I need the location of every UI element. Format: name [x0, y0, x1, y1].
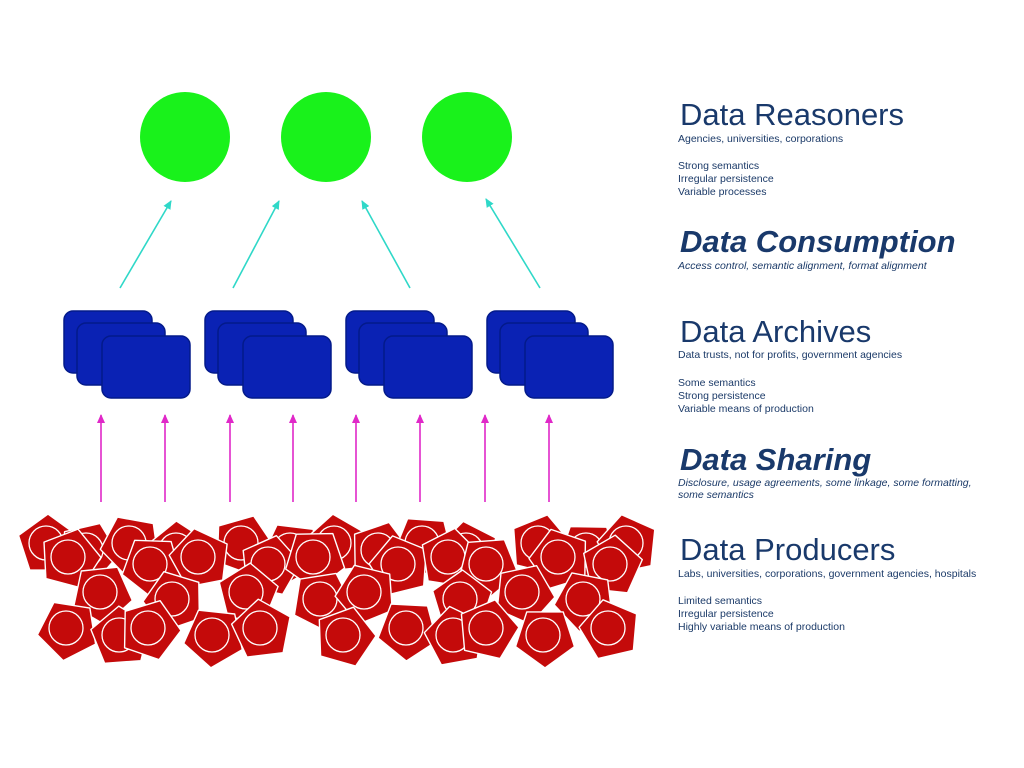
producer-inner-circle: [130, 610, 166, 646]
producer-inner-circle: [468, 610, 504, 646]
archives-description: Data trusts, not for profits, government…: [678, 349, 903, 361]
producer-inner-circle: [180, 539, 216, 575]
producer-shape-32: [36, 601, 97, 662]
reasoners-description: Agencies, universities, corporations: [678, 133, 844, 145]
archives-persistence: Strong persistence: [678, 390, 766, 402]
producer-inner-circle: [504, 574, 540, 610]
archive-stack-2: [204, 310, 332, 399]
producers-production: Highly variable means of production: [678, 621, 845, 633]
producer-inner-circle: [50, 539, 86, 575]
consumption-arrow-1: [119, 200, 172, 289]
data-producers-layer: [17, 513, 656, 669]
producer-inner-circle: [82, 574, 118, 610]
reasoner-circle-1: [140, 92, 230, 182]
producer-inner-circle: [565, 581, 601, 617]
producer-pentagon: [318, 606, 377, 667]
archives-title: Data Archives: [680, 314, 872, 349]
producer-shape-42: [578, 599, 638, 660]
producer-inner-circle: [295, 539, 331, 575]
producer-inner-circle: [228, 574, 264, 610]
producer-shape-37: [318, 606, 377, 667]
producer-inner-circle: [468, 546, 504, 582]
producers-description: Labs, universities, corporations, govern…: [678, 568, 977, 580]
producer-inner-circle: [48, 610, 84, 646]
archive-card: [242, 335, 332, 399]
producer-inner-circle: [242, 610, 278, 646]
producer-inner-circle: [590, 610, 626, 646]
producer-pentagon: [578, 599, 638, 660]
archive-stack-4: [486, 310, 614, 399]
archive-card: [383, 335, 473, 399]
producer-inner-circle: [380, 546, 416, 582]
producer-inner-circle: [592, 546, 628, 582]
producer-inner-circle: [346, 574, 382, 610]
producers-semantics: Limited semantics: [678, 595, 763, 607]
producer-shape-16: [168, 527, 228, 588]
archive-card: [101, 335, 191, 399]
consumption-arrow-3: [361, 200, 411, 289]
data-reasoners-layer: [140, 92, 512, 182]
producer-pentagon: [514, 611, 576, 669]
producer-shape-41: [514, 611, 576, 669]
producer-inner-circle: [132, 546, 168, 582]
producer-pentagon: [230, 598, 291, 658]
producer-inner-circle: [388, 610, 424, 646]
producers-persistence: Irregular persistence: [678, 608, 774, 620]
archive-stack-3: [345, 310, 473, 399]
producer-shape-34: [123, 600, 182, 661]
consumption-title: Data Consumption: [680, 224, 956, 259]
consumption-description: Access control, semantic alignment, form…: [678, 260, 927, 272]
archive-stack-1: [63, 310, 191, 399]
producer-shape-36: [230, 598, 291, 658]
reasoners-persistence: Irregular persistence: [678, 173, 774, 185]
reasoner-circle-2: [281, 92, 371, 182]
consumption-arrow-2: [232, 200, 280, 289]
sharing-description-line-1: Disclosure, usage agreements, some linka…: [678, 477, 972, 489]
producer-inner-circle: [194, 617, 230, 653]
reasoners-title: Data Reasoners: [680, 97, 905, 132]
archives-semantics: Some semantics: [678, 377, 756, 389]
producer-inner-circle: [325, 617, 361, 653]
sharing-title: Data Sharing: [680, 442, 872, 477]
producer-pentagon: [123, 600, 182, 661]
producer-shape-40: [460, 599, 520, 660]
consumption-arrow-4: [485, 198, 541, 289]
reasoners-semantics: Strong semantics: [678, 160, 760, 172]
archive-card: [524, 335, 614, 399]
data-archives-layer: [63, 310, 614, 399]
producer-pentagon: [168, 527, 228, 588]
data-flow-diagram: [17, 92, 656, 669]
producer-inner-circle: [540, 539, 576, 575]
reasoners-processes: Variable processes: [678, 186, 767, 198]
producer-inner-circle: [154, 581, 190, 617]
producers-title: Data Producers: [680, 532, 896, 567]
sharing-description-line-2: some semantics: [678, 489, 754, 501]
reasoner-circle-3: [422, 92, 512, 182]
data-consumption-arrows: [119, 198, 541, 289]
data-sharing-arrows: [97, 414, 553, 502]
producer-inner-circle: [525, 617, 561, 653]
archives-production: Variable means of production: [678, 403, 814, 415]
